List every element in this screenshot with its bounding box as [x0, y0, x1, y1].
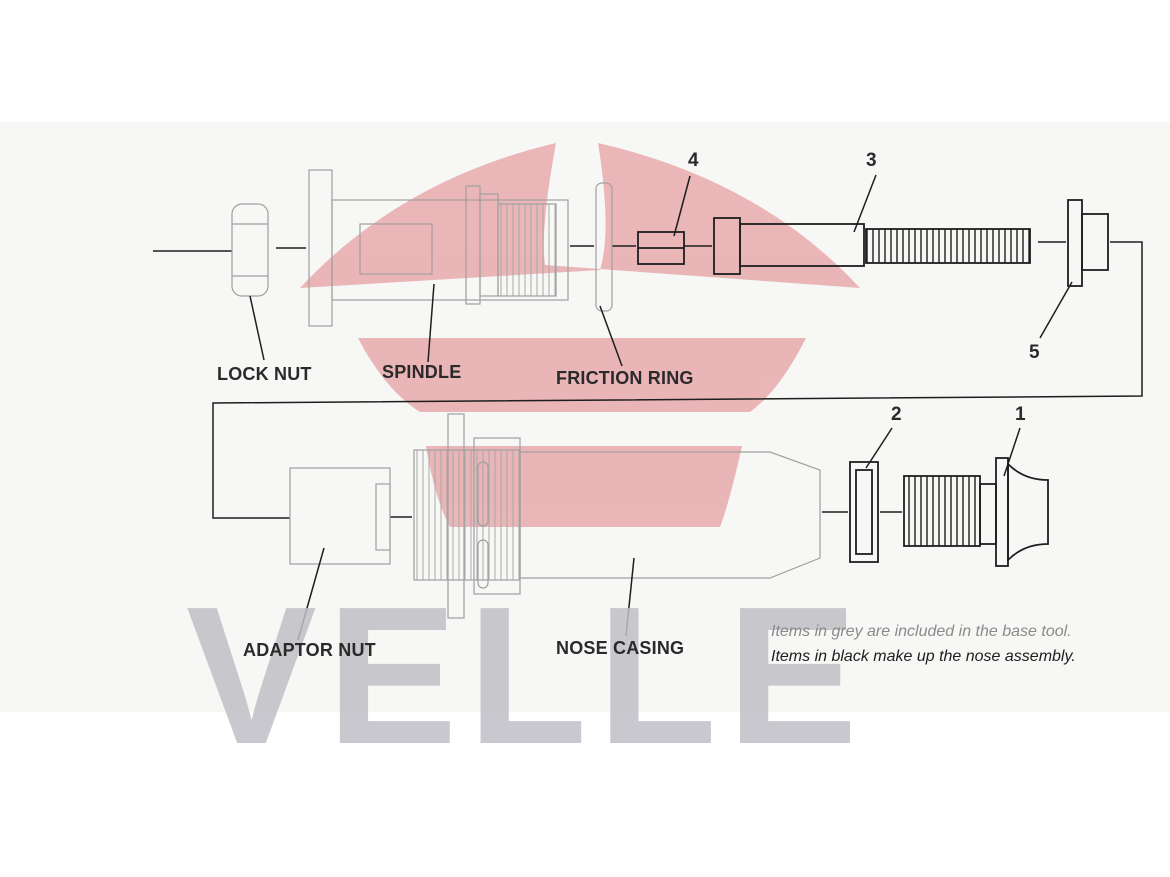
velle-watermark: VELLE	[186, 566, 868, 785]
lock-nut-label: LOCK NUT	[217, 364, 312, 384]
spindle-label: SPINDLE	[382, 362, 462, 382]
nose-casing-label: NOSE CASING	[556, 638, 685, 658]
note-grey-items: Items in grey are included in the base t…	[771, 623, 1072, 640]
adaptor-nut-label: ADAPTOR NUT	[243, 640, 376, 660]
part-number-5: 5	[1029, 342, 1040, 363]
black-parts	[637, 199, 1109, 567]
friction-ring-label: FRICTION RING	[556, 368, 694, 388]
part-number-3: 3	[866, 150, 877, 171]
grey-parts	[231, 169, 821, 619]
part-number-4: 4	[688, 150, 699, 171]
leader-lines	[249, 174, 1073, 641]
part-number-1: 1	[1015, 404, 1026, 425]
part-number-2: 2	[891, 404, 902, 425]
assembly-path-lines	[153, 241, 1143, 519]
logo-shapes	[300, 143, 860, 527]
note-black-items: Items in black make up the nose assembly…	[771, 648, 1076, 665]
scanned-area	[0, 122, 1170, 712]
